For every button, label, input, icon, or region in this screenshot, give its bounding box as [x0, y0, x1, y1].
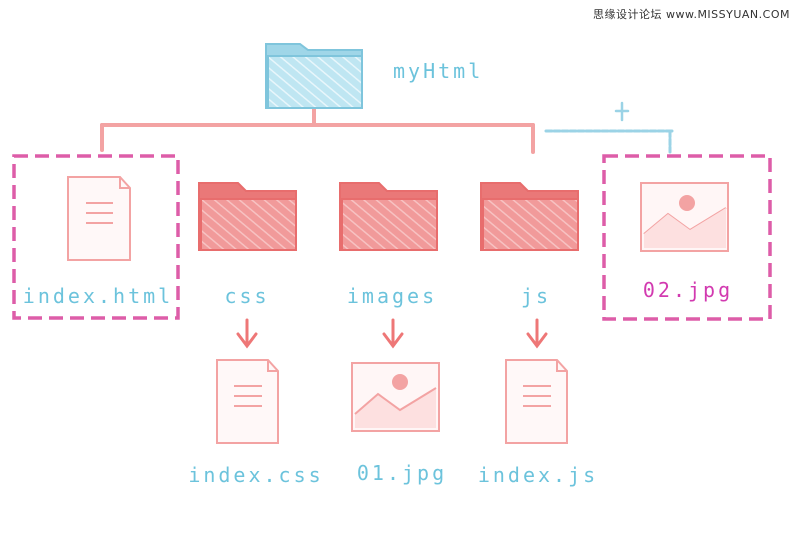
file-label-index-js: index.js [477, 463, 599, 487]
document-icon [216, 359, 279, 444]
file-label-01-jpg: 01.jpg [356, 461, 448, 485]
image-icon [640, 182, 729, 252]
file-label-index-css: index.css [188, 463, 324, 487]
folder-label-js: js [520, 284, 552, 308]
highlight-box-index-html [12, 154, 180, 320]
highlight-box-02-jpg [602, 154, 772, 321]
folder-icon [198, 182, 297, 251]
folder-label-css: css [224, 284, 270, 308]
tree-connectors [100, 106, 535, 154]
root-folder-label: myHtml [393, 59, 484, 83]
arrow-down-icon [526, 318, 548, 349]
plus-icon [614, 101, 630, 122]
folder-icon [339, 182, 438, 251]
document-icon [505, 359, 568, 444]
file-label-02-jpg: 02.jpg [642, 278, 734, 302]
arrow-down-icon [382, 318, 404, 349]
file-label-index-html: index.html [22, 284, 174, 308]
folder-icon [480, 182, 579, 251]
folder-label-images: images [346, 284, 438, 308]
arrow-down-icon [236, 318, 258, 349]
document-icon [67, 176, 131, 261]
watermark-text: 思缘设计论坛 www.MISSYUAN.COM [592, 8, 790, 21]
folder-icon [265, 43, 363, 109]
image-icon [351, 362, 440, 432]
added-connector [544, 129, 674, 154]
